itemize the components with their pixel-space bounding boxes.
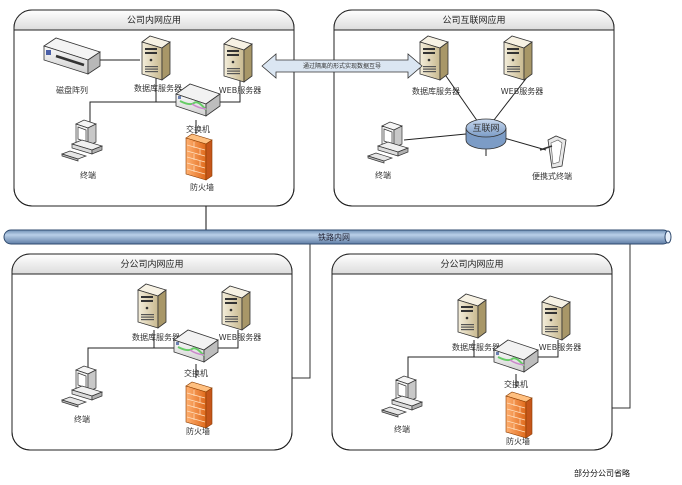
panel-hq-internet: 公司互联网应用 数据库服务器 WEB服务器 互联网 终端 便携式终端: [333, 9, 615, 207]
disk-array-icon: [43, 37, 101, 75]
web-server-icon: [221, 285, 251, 331]
railway-intranet-backbone: 铁路内网: [3, 229, 672, 245]
web-server-label: WEB服务器: [501, 86, 543, 96]
panel-title: 分公司内网应用: [120, 258, 183, 270]
terminal-label: 终端: [74, 414, 90, 424]
switch-label: 交换机: [504, 379, 528, 389]
backbone-label: 铁路内网: [318, 232, 350, 242]
terminal-label: 终端: [375, 170, 391, 180]
terminal-label: 终端: [80, 170, 96, 180]
firewall-label: 防火墙: [190, 182, 214, 192]
db-server-icon: [419, 35, 449, 81]
firewall-icon: [185, 381, 213, 429]
switch-label: 交换机: [184, 368, 208, 378]
web-server-icon: [541, 295, 571, 341]
terminal-label: 终端: [394, 424, 410, 434]
db-server-icon: [457, 293, 487, 339]
db-server-label: 数据库服务器: [132, 332, 180, 342]
panel-title: 公司互联网应用: [442, 14, 505, 26]
db-server-label: 数据库服务器: [134, 83, 182, 93]
web-server-icon: [503, 35, 533, 81]
panel-branch-2: 分公司内网应用 数据库服务器 WEB服务器 交换机 终端 防火墙: [331, 253, 613, 451]
disk-array-label: 磁盘阵列: [56, 85, 88, 95]
firewall-icon: [505, 391, 533, 439]
internet-label: 互联网: [472, 123, 499, 134]
db-server-label: 数据库服务器: [452, 342, 500, 352]
db-server-icon: [141, 35, 171, 81]
mobile-terminal-icon: [539, 135, 567, 169]
firewall-label: 防火墙: [186, 426, 210, 436]
web-server-label: WEB服务器: [219, 85, 261, 95]
data-exchange-label: 通过隔离的形式实现数据互导: [303, 62, 381, 70]
db-server-label: 数据库服务器: [412, 86, 460, 96]
web-server-label: WEB服务器: [539, 342, 581, 352]
panel-hq-intranet: 公司内网应用 磁盘阵列 数据库服务器 WEB服务器 交换机 终端: [13, 9, 295, 207]
internet-icon: [465, 118, 507, 150]
db-server-icon: [137, 283, 167, 329]
panel-branch-1: 分公司内网应用 数据库服务器 WEB服务器 交换机 终端 防火墙: [11, 253, 293, 451]
switch-label: 交换机: [186, 124, 210, 134]
web-server-label: WEB服务器: [219, 332, 261, 342]
web-server-icon: [223, 37, 253, 83]
panel-title: 分公司内网应用: [440, 258, 503, 270]
panel-title: 公司内网应用: [127, 14, 181, 26]
omitted-branches-note: 部分分公司省略: [574, 468, 630, 478]
firewall-icon: [185, 133, 213, 181]
mobile-terminal-label: 便携式终端: [532, 171, 572, 181]
data-exchange-arrow: 通过隔离的形式实现数据互导: [261, 53, 423, 79]
firewall-label: 防火墙: [506, 436, 530, 446]
